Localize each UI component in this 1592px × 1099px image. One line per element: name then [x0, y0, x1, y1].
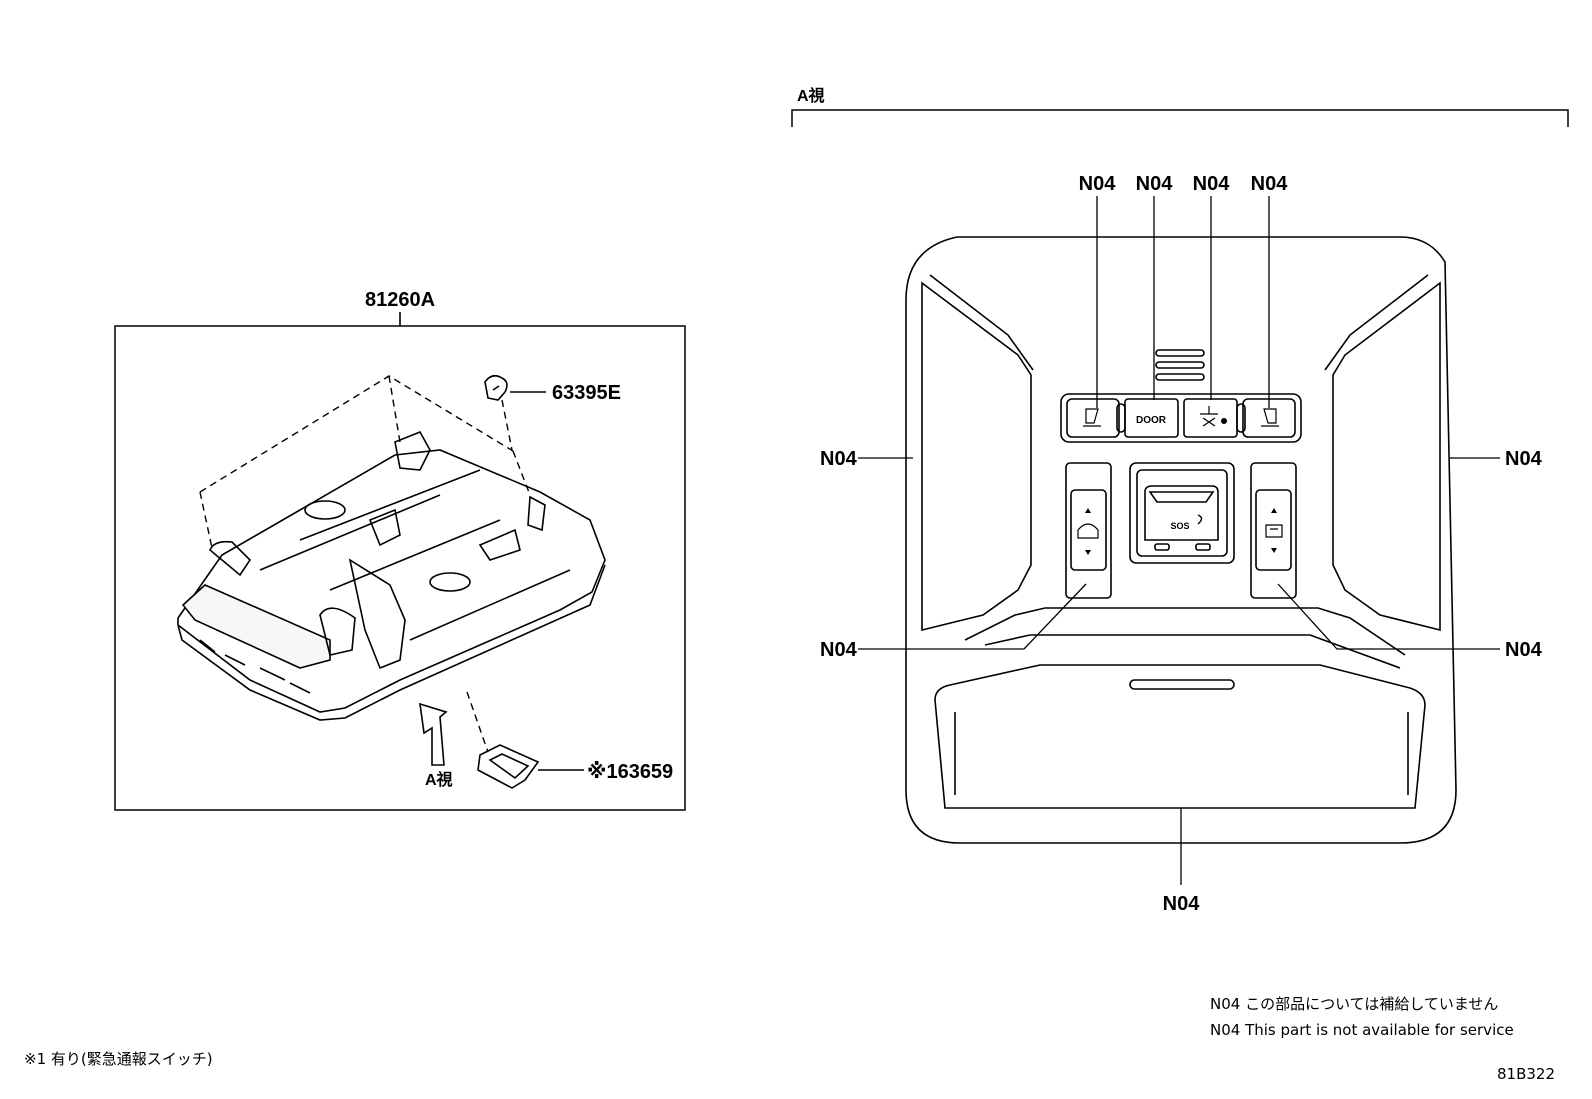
view-a-bracket	[791, 109, 1569, 127]
callout-n04: N04	[1193, 173, 1231, 195]
overhead-console-body	[177, 430, 606, 721]
bracket-63659	[477, 744, 584, 789]
service-note-ja: N04 この部品については補給していません	[1210, 995, 1499, 1013]
lower-trim	[964, 607, 1406, 656]
callout-n04: N04	[1251, 173, 1289, 195]
overhead-console-front-view	[905, 236, 1457, 844]
sos-button[interactable]	[1144, 485, 1219, 541]
sos-housing	[1129, 462, 1235, 564]
holder-pull-slot[interactable]	[1129, 679, 1235, 690]
sunshade-switch-housing	[1250, 462, 1297, 599]
view-a-label-right: A視	[797, 86, 825, 105]
callout-n04: N04	[1079, 173, 1117, 195]
callout-n04: N04	[1163, 893, 1201, 915]
callout-n04: N04	[1136, 173, 1174, 195]
view-a-label-left: A視	[425, 770, 453, 789]
left-side-panel	[921, 281, 1032, 632]
sunshade-icon	[1265, 524, 1283, 538]
sunroof-switch-housing	[1065, 462, 1112, 599]
callout-n04: N04	[1505, 639, 1543, 661]
part-label-63659: ※163659	[587, 761, 673, 783]
clip-63395E	[484, 374, 546, 401]
left-assembly-figure	[114, 312, 686, 811]
sunroof-switch[interactable]	[1070, 489, 1107, 571]
sunglass-holder[interactable]	[934, 664, 1426, 809]
callout-labels: N04 N04 N04 N04 N04 N04 N04 N04 N04	[820, 173, 1543, 915]
sunroof-icon	[1077, 523, 1099, 539]
view-a-arrow	[419, 702, 448, 766]
vent-slots	[1155, 349, 1205, 381]
dome-lamp-icon	[1200, 406, 1218, 427]
map-lamp-icon	[1083, 408, 1101, 427]
door-switch-label: DOOR	[1136, 415, 1167, 426]
switch-dome[interactable]	[1183, 398, 1238, 438]
sunshade-switch[interactable]	[1255, 489, 1292, 571]
callout-n04: N04	[1505, 448, 1543, 470]
part-label-63395E: 63395E	[552, 382, 621, 404]
illustration-code: 81B322	[1497, 1065, 1556, 1083]
top-switch-bar	[1060, 393, 1302, 443]
exploded-lines	[199, 375, 531, 753]
callout-leaders	[858, 196, 1500, 885]
sos-label: SOS	[1170, 521, 1189, 531]
footnote: ※1 有り(緊急通報スイッチ)	[24, 1050, 213, 1068]
switch-left-map[interactable]	[1066, 398, 1120, 438]
map-lamp-icon	[1261, 408, 1279, 427]
assembly-part-label: 81260A	[365, 289, 435, 311]
callout-n04: N04	[820, 448, 858, 470]
right-side-panel	[1332, 281, 1441, 632]
sos-call-icon	[1197, 514, 1203, 525]
console-housing	[905, 236, 1457, 844]
callout-n04: N04	[820, 639, 858, 661]
service-note-en: N04 This part is not available for servi…	[1210, 1021, 1514, 1039]
